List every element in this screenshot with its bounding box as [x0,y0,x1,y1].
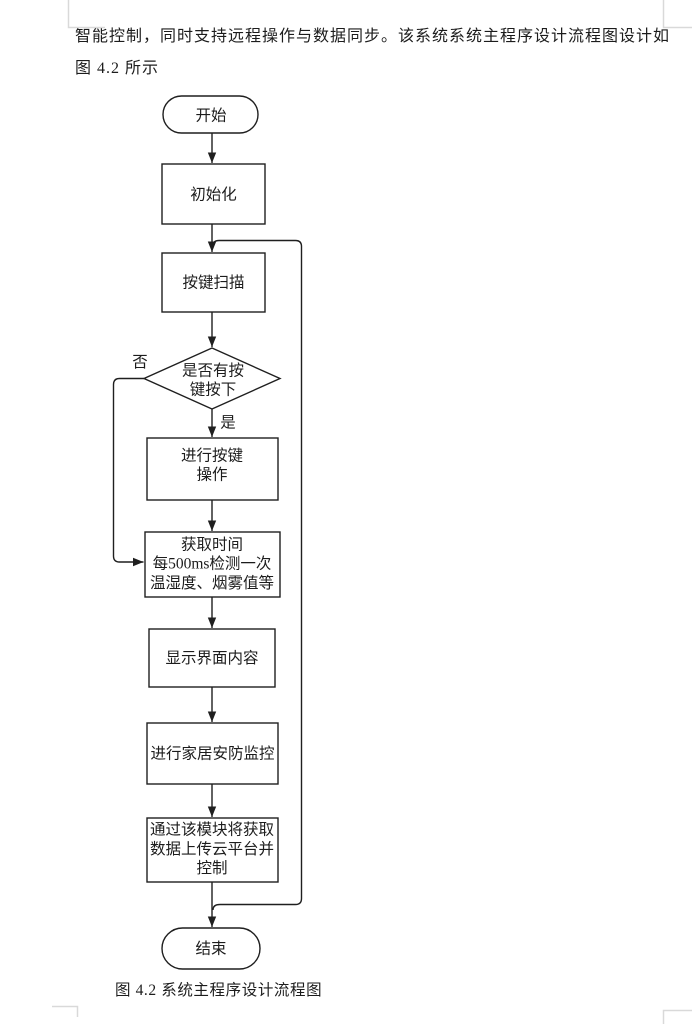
node-display-shape [148,628,276,688]
crop-mark-top-left [67,0,105,29]
node-upload-label-line1: 通过该模块将获取 [150,821,274,839]
crop-mark-bottom-left [52,1005,79,1017]
node-end-shape [161,927,261,970]
node-start-shape [162,95,259,134]
node-gettime-label-line1: 获取时间 [181,536,243,554]
node-security-label: 进行家居安防监控 [150,745,274,763]
node-upload-label-line2: 数据上传云平台并 [150,840,274,858]
figure-caption: 图 4.2 系统主程序设计流程图 [115,982,323,999]
node-decision-label-line2: 键按下 [190,381,237,399]
node-keyoperation-label-line2: 操作 [196,466,227,484]
node-security-shape [146,722,279,785]
node-gettime-shape [144,531,281,598]
node-decision-shape [142,347,282,410]
node-keyscan-shape [161,252,266,313]
paragraph: 智能控制，同时支持远程操作与数据同步。该系统系统主程序设计流程图设计如 图 4.… [75,21,681,85]
node-end-label: 结束 [195,940,226,958]
node-decision-label-line1: 是否有按 [182,362,244,380]
node-keyscan-label: 按键扫描 [182,274,244,292]
node-keyoperation-shape [146,437,279,501]
node-gettime-label-line2: 每500ms检测一次 [153,555,272,573]
branch-yes-label: 是 [220,415,236,432]
node-display-label: 显示界面内容 [165,649,258,667]
node-init-label: 初始化 [190,186,237,204]
branch-no-label: 否 [132,354,148,371]
node-gettime-label-line3: 温湿度、烟雾值等 [150,574,274,592]
crop-mark-bottom-right [662,1009,692,1024]
crop-mark-top-right [662,0,692,29]
connector-loop-back [212,239,303,911]
paragraph-line-2: 图 4.2 所示 [75,60,160,77]
node-init-shape [161,163,266,225]
node-upload-label-line3: 控制 [196,859,227,877]
paragraph-line-1: 智能控制，同时支持远程操作与数据同步。该系统系统主程序设计流程图设计如 [75,28,671,45]
node-keyoperation-label-line1: 进行按键 [181,447,243,465]
node-start-label: 开始 [195,107,227,125]
connector-branch-no [112,377,144,567]
node-upload-shape [146,817,279,883]
